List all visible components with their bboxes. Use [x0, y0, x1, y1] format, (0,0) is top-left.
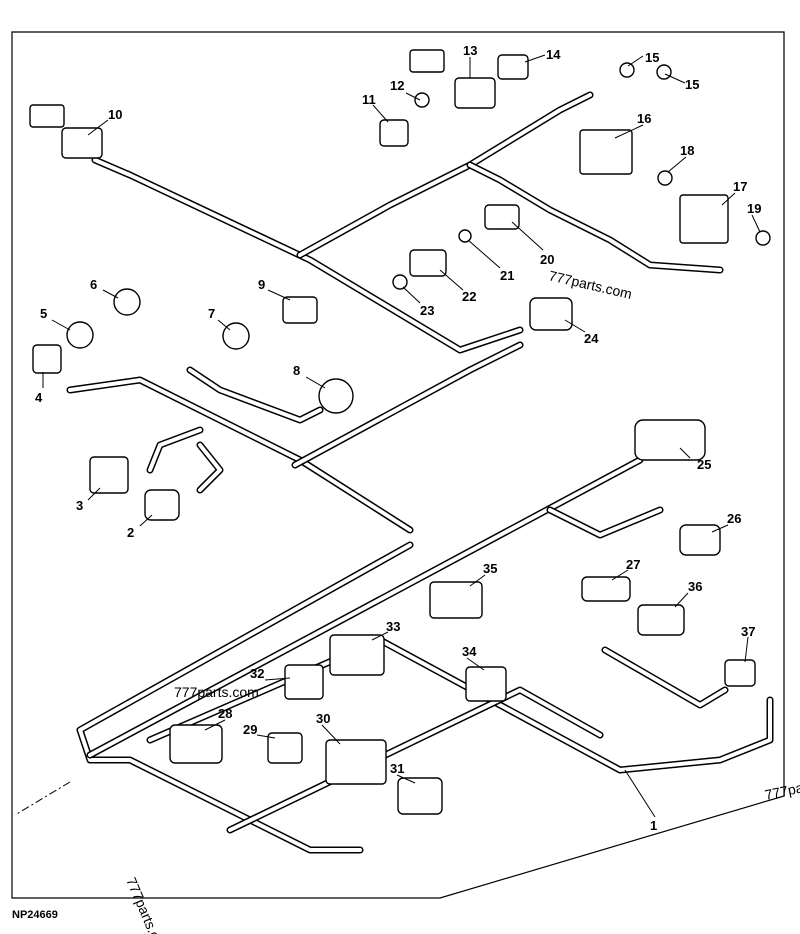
callout-11: 11 [362, 92, 376, 107]
callout-33: 33 [386, 619, 400, 634]
callout-2: 2 [127, 525, 134, 540]
callout-27: 27 [626, 557, 640, 572]
callout-22: 22 [462, 289, 476, 304]
callout-9: 9 [258, 277, 265, 292]
watermark-4: 777pa [763, 779, 800, 803]
callout-19: 19 [747, 201, 761, 216]
callout-20: 20 [540, 252, 554, 267]
callout-30: 30 [316, 711, 330, 726]
callout-37: 37 [741, 624, 755, 639]
harness-trunks [66, 91, 774, 854]
leader-lines [42, 54, 761, 818]
connectors [29, 49, 771, 815]
callout-36: 36 [688, 579, 702, 594]
watermark-2: 777parts.com [174, 684, 259, 700]
callout-28: 28 [218, 706, 232, 721]
callout-32: 32 [250, 666, 264, 681]
callout-10: 10 [108, 107, 122, 122]
watermark-1: 777parts.com [547, 267, 633, 302]
callout-8: 8 [293, 363, 300, 378]
callout-17: 17 [733, 179, 747, 194]
callout-6: 6 [90, 277, 97, 292]
callout-14: 14 [546, 47, 561, 62]
callout-16: 16 [637, 111, 651, 126]
harness-extension-line [14, 781, 71, 816]
callout-21: 21 [500, 268, 514, 283]
callout-29: 29 [243, 722, 257, 737]
callout-15b: 15 [685, 77, 699, 92]
callout-labels: 1 2 3 4 5 6 7 8 9 10 11 12 13 14 15 15 1… [35, 43, 761, 833]
callout-34: 34 [462, 644, 477, 659]
callout-26: 26 [727, 511, 741, 526]
callout-24: 24 [584, 331, 599, 346]
callout-15a: 15 [645, 50, 659, 65]
watermark-3: 777parts.com [123, 875, 171, 934]
callout-18: 18 [680, 143, 694, 158]
callout-4: 4 [35, 390, 43, 405]
callout-3: 3 [76, 498, 83, 513]
callout-7: 7 [208, 306, 215, 321]
callout-12: 12 [390, 78, 404, 93]
callout-31: 31 [390, 761, 404, 776]
callout-1: 1 [650, 818, 657, 833]
frame-outline [11, 31, 785, 899]
drawing-code: NP24669 [12, 909, 58, 921]
callout-25: 25 [697, 457, 711, 472]
callout-5: 5 [40, 306, 47, 321]
callout-13: 13 [463, 43, 477, 58]
callout-23: 23 [420, 303, 434, 318]
callout-35: 35 [483, 561, 497, 576]
